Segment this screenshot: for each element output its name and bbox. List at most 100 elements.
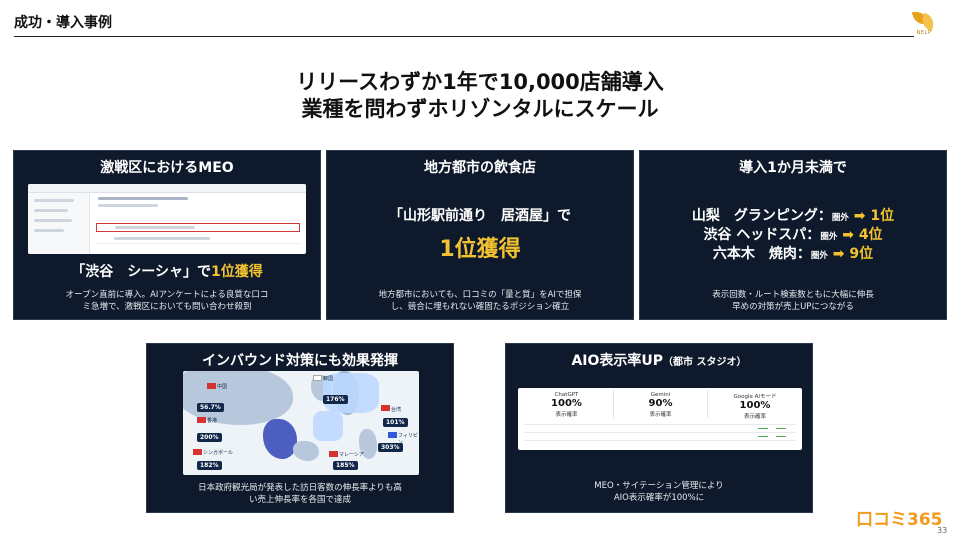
card-description: 地方都市においても、口コミの「量と質」をAIで担保 し、競合に埋もれない確固たる… — [335, 289, 625, 314]
table-gridline — [524, 432, 796, 433]
rank-label: 渋谷 ヘッドスパ： — [703, 227, 821, 243]
map-country-label: マレーシア — [339, 452, 364, 458]
map-landmass — [293, 441, 319, 461]
metric-gemini: Gemini 90% 表示確率 — [614, 390, 708, 418]
metric-label: 表示確率 — [743, 414, 766, 420]
description-line: い売上伸長率を各国で達成 — [248, 495, 351, 506]
arrow-right-icon: ➡ — [853, 208, 866, 224]
card-title: インバウンド対策にも効果発揮 — [202, 353, 398, 369]
placeholder-line — [114, 237, 210, 240]
result-keyword: 「渋谷 シーシャ」で — [71, 264, 211, 280]
metric-name: ChatGPT — [554, 392, 579, 398]
rank-row: 山梨 グランピング：圏外 ➡ 1位 — [640, 205, 946, 225]
asia-growth-map: 中国 56.7% 韓国 176% 台湾 101% 香港 200% フィリピン 3… — [183, 371, 419, 475]
placeholder-line — [34, 229, 64, 232]
placeholder-line — [115, 226, 195, 229]
metric-label: 表示確率 — [649, 412, 672, 418]
screenshot-sidebar — [28, 193, 90, 254]
flag-icon — [197, 417, 206, 423]
case-card-one-month: 導入1か月未満で 山梨 グランピング：圏外 ➡ 1位 渋谷 ヘッドスパ：圏外 ➡… — [639, 150, 947, 320]
status-mark — [758, 436, 768, 437]
description-line: MEO・サイテーション管理により — [594, 481, 724, 491]
flag-icon — [388, 432, 397, 438]
metric-value: 100% — [551, 398, 582, 409]
map-highlight — [323, 373, 379, 413]
card-description: 表示回数・ルート検索数ともに大幅に伸長 早めの対策が売上UPにつながる — [648, 289, 938, 314]
description-line: オープン直前に導入。AIアンケートによる良質な口コ — [65, 290, 269, 300]
growth-tag: 176% — [323, 395, 348, 404]
description-line: ミ急増で、激戦区においても問い合わせ殺到 — [82, 302, 252, 313]
metric-google-ai-mode: Google AIモード 100% 表示確率 — [708, 390, 802, 420]
result-line: 「渋谷 シーシャ」で1位獲得 — [14, 261, 320, 281]
case-card-aio: AIO表示率UP（都市 スタジオ） ChatGPT 100% 表示確率 Gemi… — [505, 343, 813, 513]
card-title: 導入1か月未満で — [739, 160, 847, 176]
rank-from: 圏外 — [810, 251, 828, 261]
description-line: AIO表示確率が100%に — [613, 493, 705, 504]
metric-name: Gemini — [650, 392, 671, 398]
table-gridline — [524, 424, 796, 425]
description-line: 早めの対策が売上UPにつながる — [732, 302, 854, 313]
growth-tag: 185% — [333, 461, 358, 470]
growth-tag: 56.7% — [197, 403, 224, 412]
card-description: MEO・サイテーション管理により AIO表示確率が100%に — [514, 480, 804, 505]
placeholder-line — [34, 219, 72, 222]
growth-tag: 182% — [197, 461, 222, 470]
card-description: オープン直前に導入。AIアンケートによる良質な口コ ミ急増で、激戦区においても問… — [22, 289, 312, 314]
flag-icon — [207, 383, 216, 389]
arrow-right-icon: ➡ — [842, 227, 854, 243]
screenshot-toolbar — [28, 184, 306, 193]
map-highlight — [313, 411, 343, 441]
card-title-main: AIO表示率UP — [571, 353, 664, 369]
case-card-regional: 地方都市の飲食店 「山形駅前通り 居酒屋」で 1位獲得 地方都市においても、口コ… — [326, 150, 634, 320]
metric-value: 90% — [648, 398, 673, 409]
map-landmass — [183, 371, 293, 425]
map-country-label: 台湾 — [391, 407, 402, 413]
map-country-label: 韓国 — [323, 376, 334, 382]
growth-tag: 303% — [378, 443, 403, 452]
card-title: AIO表示率UP（都市 スタジオ） — [506, 350, 812, 370]
result-keyword: 「山形駅前通り 居酒屋」で — [389, 208, 571, 224]
rank-to: 4位 — [858, 227, 883, 243]
map-landmass — [263, 419, 297, 459]
map-country-label: 香港 — [207, 418, 218, 424]
rank-to: 1位 — [870, 208, 895, 224]
card-title-suffix: （都市 スタジオ） — [663, 357, 747, 368]
metric-chatgpt: ChatGPT 100% 表示確率 — [520, 390, 614, 418]
metric-name: Google AIモード — [733, 394, 777, 400]
header-divider — [14, 36, 914, 37]
case-card-meo: 激戦区におけるMEO 「渋谷 シーシャ」で1位獲得 オープン直前に導入。AIアン… — [13, 150, 321, 320]
placeholder-line — [34, 209, 68, 212]
logo-leaf-icon — [920, 12, 936, 32]
card-title: 地方都市の飲食店 — [424, 160, 536, 176]
ranking-screenshot — [28, 184, 306, 254]
flag-icon — [193, 449, 202, 455]
logo-text: NELP — [916, 30, 932, 36]
rank-row: 渋谷 ヘッドスパ：圏外 ➡ 4位 — [640, 224, 946, 244]
description-line: 地方都市においても、口コミの「量と質」をAIで担保 — [378, 290, 582, 300]
table-gridline — [524, 440, 796, 441]
rank-label: 六本木 焼肉： — [712, 246, 811, 262]
status-mark — [758, 428, 768, 429]
rank-to: 9位 — [849, 246, 874, 262]
table-row — [96, 212, 300, 221]
metric-label: 表示確率 — [555, 412, 578, 418]
description-line: 日本政府観光局が発表した訪日客数の伸長率よりも高 — [198, 483, 402, 493]
placeholder-line — [98, 197, 188, 200]
result-rank: 1位獲得 — [210, 264, 263, 280]
headline-line-1: リリースわずか1年で10,000店舗導入 — [296, 70, 664, 94]
table-row-highlighted — [96, 223, 300, 232]
case-card-inbound: インバウンド対策にも効果発揮 中国 56.7% 韓国 176% 台湾 101% … — [146, 343, 454, 513]
card-description: 日本政府観光局が発表した訪日客数の伸長率よりも高 い売上伸長率を各国で達成 — [155, 482, 445, 507]
table-row — [96, 235, 300, 244]
page-number: 33 — [937, 526, 948, 535]
growth-tag: 200% — [197, 433, 222, 442]
flag-icon — [329, 451, 338, 457]
map-country-label: シンガポール — [203, 450, 234, 456]
rank-from: 圏外 — [831, 213, 849, 223]
metric-value: 100% — [739, 400, 771, 411]
company-logo: NELP — [910, 8, 938, 36]
flag-icon — [313, 375, 322, 381]
slide-section-title: 成功・導入事例 — [14, 15, 112, 31]
description-line: し、競合に埋もれない確固たるポジション確立 — [390, 302, 570, 313]
rank-row: 六本木 焼肉：圏外 ➡ 9位 — [640, 243, 946, 263]
